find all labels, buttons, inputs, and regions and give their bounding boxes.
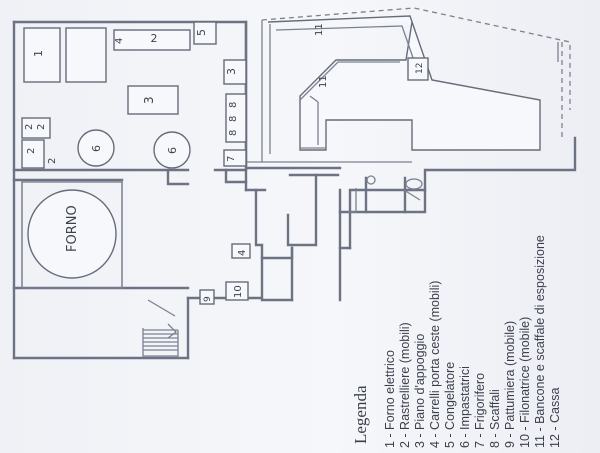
oven-label: FORNO bbox=[65, 205, 80, 252]
marker-5: 5 bbox=[195, 29, 208, 36]
legend-item-6: 6 - Impastatrici bbox=[458, 366, 472, 448]
marker-2e: 2 bbox=[47, 158, 58, 164]
marker-10: 10 bbox=[233, 285, 244, 298]
legend-item-9: 9 - Pattumiera (mobile) bbox=[503, 321, 517, 448]
marker-4a: 4 bbox=[114, 38, 125, 44]
marker-7: 7 bbox=[226, 156, 237, 162]
marker-12: 12 bbox=[415, 63, 425, 74]
legend-item-11: 11 - Bancone e scaffale di esposizione bbox=[533, 235, 547, 448]
shelf-rack-box bbox=[113, 29, 191, 51]
legend-item-12: 12 - Cassa bbox=[548, 388, 562, 448]
cash-register-box bbox=[407, 57, 429, 81]
rack-box-mid bbox=[21, 117, 51, 139]
oven bbox=[21, 181, 123, 289]
legend-item-5: 5 - Congelatore bbox=[443, 362, 457, 448]
dough-machine-box bbox=[225, 281, 249, 301]
work-table-box bbox=[127, 85, 179, 115]
marker-11b: 11 bbox=[318, 75, 329, 88]
legend-item-7: 7 - Frigorifero bbox=[473, 373, 487, 448]
legend-item-3: 3 - Piano d'appoggio bbox=[413, 334, 427, 448]
marker-6b: 6 bbox=[166, 147, 179, 154]
equipment bbox=[21, 21, 429, 305]
marker-6a: 6 bbox=[90, 145, 103, 152]
legend-item-8: 8 - Scaffali bbox=[488, 389, 502, 448]
marker-9: 9 bbox=[203, 296, 213, 302]
marker-8a: 8 bbox=[228, 102, 239, 108]
marker-3b: 3 bbox=[225, 68, 238, 75]
side-table-box bbox=[223, 59, 247, 85]
rack-box-top bbox=[65, 27, 107, 83]
marker-2c: 2 bbox=[36, 124, 47, 130]
bin-box bbox=[199, 289, 215, 305]
legend-item-4: 4 - Carrelli porta ceste (mobili) bbox=[428, 281, 442, 448]
legend-item-10: 10 - Filonatrice (mobile) bbox=[518, 317, 532, 448]
marker-8c: 8 bbox=[228, 130, 239, 136]
mixer-left bbox=[77, 129, 115, 167]
shelves-box bbox=[225, 93, 247, 143]
marker-4b: 4 bbox=[237, 250, 248, 256]
electric-oven-box bbox=[23, 27, 61, 83]
marker-11a: 11 bbox=[314, 23, 325, 36]
marker-8b: 8 bbox=[228, 116, 239, 122]
legend-title: Legenda bbox=[351, 385, 370, 444]
marker-2a: 2 bbox=[151, 32, 158, 45]
marker-1: 1 bbox=[32, 50, 45, 57]
mixer-right bbox=[153, 131, 191, 169]
marker-2b: 2 bbox=[24, 124, 35, 130]
shop-facade bbox=[245, 7, 571, 163]
basket-trolley-box bbox=[231, 243, 251, 259]
legend: Legenda 1 - Forno elettrico 2 - Rastrell… bbox=[351, 235, 562, 448]
marker-2d: 2 bbox=[26, 148, 37, 154]
equipment-markers: 1 2 4 5 3 3 8 8 8 7 2 2 2 2 6 6 FORNO 4 … bbox=[24, 23, 425, 302]
fridge-box bbox=[223, 149, 247, 167]
legend-item-1: 1 - Forno elettrico bbox=[383, 350, 397, 448]
display-counter bbox=[267, 15, 541, 151]
staircase bbox=[143, 329, 178, 351]
freezer-box bbox=[193, 21, 217, 45]
marker-3a: 3 bbox=[142, 96, 156, 104]
legend-item-2: 2 - Rastrelliere (mobili) bbox=[398, 322, 412, 448]
rack-box-low bbox=[21, 139, 45, 169]
